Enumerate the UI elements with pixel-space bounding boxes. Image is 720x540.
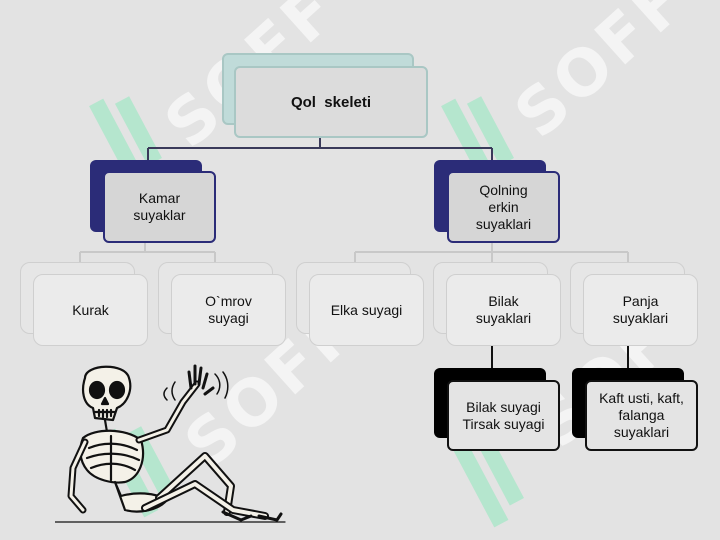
root-node: Qol skeleti — [234, 66, 428, 138]
l1-node-qolning: Qolning erkin suyaklari — [447, 171, 560, 243]
l1-node-kamar: Kamar suyaklar — [103, 171, 216, 243]
l2-node-kurak: Kurak — [33, 274, 148, 346]
root-node-label: Qol skeleti — [290, 93, 372, 111]
l3-node-label: Bilak suyagi Tirsak suyagi — [462, 398, 545, 432]
l3-node-label: Kaft usti, kaft, falanga suyaklari — [599, 390, 684, 440]
l2-node-label: O`mrov suyagi — [205, 293, 252, 326]
l2-node-panja: Panja suyaklari — [583, 274, 698, 346]
skeleton-illustration — [55, 364, 286, 523]
l2-node-label: Kurak — [72, 301, 109, 318]
l2-node-bilak: Bilak suyaklari — [446, 274, 561, 346]
l2-node-elka: Elka suyagi — [309, 274, 424, 346]
l2-node-omrov: O`mrov suyagi — [171, 274, 286, 346]
l1-node-label: Qolning erkin suyaklari — [475, 181, 532, 232]
l1-node-label: Kamar suyaklar — [133, 190, 186, 223]
l2-node-label: Bilak suyaklari — [475, 293, 532, 326]
l2-node-label: Elka suyagi — [330, 301, 403, 318]
l2-node-label: Panja suyaklari — [612, 293, 669, 326]
l3-node-bilak-detail: Bilak suyagi Tirsak suyagi — [447, 380, 560, 451]
l3-node-panja-detail: Kaft usti, kaft, falanga suyaklari — [585, 380, 698, 451]
